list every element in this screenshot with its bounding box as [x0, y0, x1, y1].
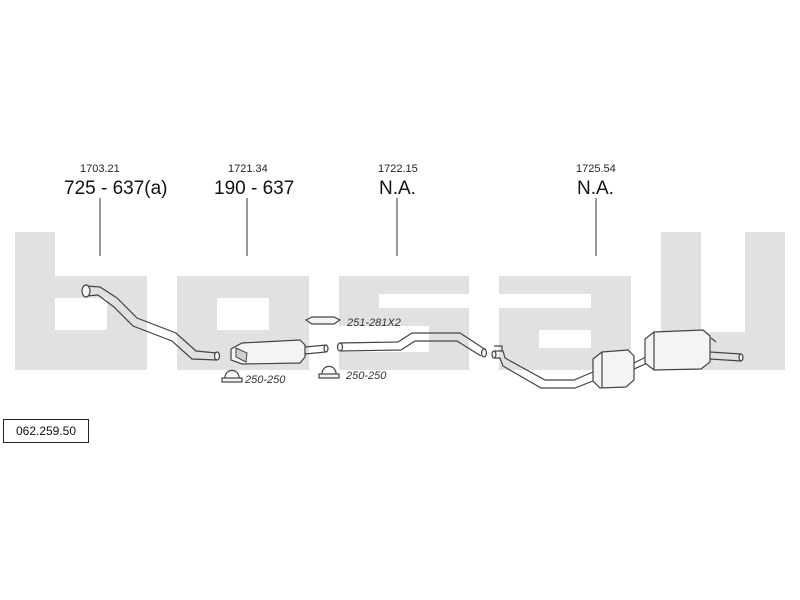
accessory-3-label: 250-250 — [345, 370, 387, 382]
centre-silencer — [230, 339, 329, 365]
part-1-article: 1703.21 — [80, 163, 120, 175]
reference-number-box: 062.259.50 — [3, 419, 89, 443]
part-2-code: 190 - 637 — [214, 178, 294, 199]
clamp-250-250-right: 250-250 — [318, 365, 387, 382]
part-4-callout: 1725.54 N.A. — [576, 163, 616, 256]
clamp-250-250-left: 250-250 — [221, 369, 286, 386]
part-1-callout: 1703.21 725 - 637(a) — [64, 163, 168, 256]
front-pipe — [81, 284, 221, 361]
accessory-1-label: 251-281X2 — [346, 317, 401, 329]
clamp-251-281: 251-281X2 — [304, 316, 401, 329]
part-3-code: N.A. — [379, 178, 416, 199]
part-3-callout: 1722.15 N.A. — [378, 163, 418, 256]
part-2-article: 1721.34 — [228, 163, 268, 175]
part-4-code: N.A. — [577, 178, 614, 199]
part-1-code: 725 - 637(a) — [64, 178, 168, 199]
rear-silencer-assembly — [491, 329, 744, 389]
part-2-callout: 1721.34 190 - 637 — [214, 163, 294, 256]
accessory-2-label: 250-250 — [244, 374, 286, 386]
intermediate-pipe — [336, 332, 488, 358]
part-3-article: 1722.15 — [378, 163, 418, 175]
part-4-article: 1725.54 — [576, 163, 616, 175]
